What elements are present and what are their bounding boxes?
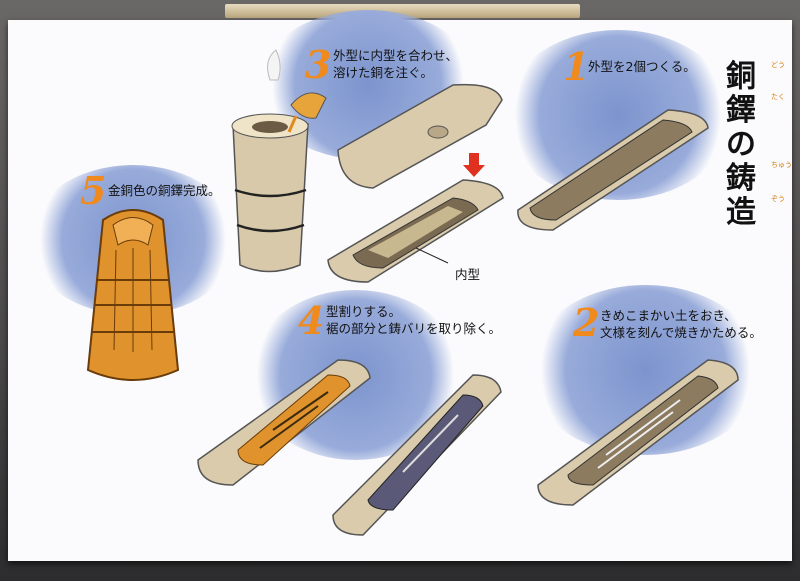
wall-plaque bbox=[225, 4, 580, 18]
title-ruby-3: ちゅう bbox=[771, 161, 792, 169]
split-mold-left bbox=[197, 359, 371, 486]
outer-mold-step1 bbox=[517, 109, 709, 231]
step-5-caption: 金銅色の銅鐸完成。 bbox=[108, 183, 221, 198]
patterned-mold-step2 bbox=[537, 359, 739, 506]
panel-title: 銅 鐸 の 鋳 造 bbox=[726, 59, 756, 230]
step-2-number: 2 bbox=[573, 300, 600, 345]
step-4-number: 4 bbox=[298, 298, 325, 343]
exhibit-panel: 銅 鐸 の 鋳 造 どう たく ちゅう ぞう 3 外型に内型を合わせ、 溶けた銅… bbox=[8, 10, 792, 561]
split-mold-right bbox=[332, 374, 502, 536]
step-2-caption: きめこまかい土をおき、 文様を刻んで焼きかためる。 bbox=[600, 308, 762, 340]
mold-with-inner-core bbox=[327, 179, 504, 283]
title-ruby-4: ぞう bbox=[771, 195, 785, 203]
outer-mold-top bbox=[337, 83, 503, 189]
title-ruby-2: たく bbox=[771, 93, 785, 101]
inner-mold-label: 内型 bbox=[455, 267, 481, 282]
finished-dotaku-illustration bbox=[86, 209, 180, 381]
title-ruby-1: どう bbox=[771, 61, 785, 69]
step-3-caption: 外型に内型を合わせ、 溶けた銅を注ぐ。 bbox=[333, 48, 459, 80]
step-4-caption: 型割りする。 裾の部分と鋳バリを取り除く。 bbox=[326, 304, 502, 336]
furnace-illustration bbox=[231, 49, 327, 273]
step-1-number: 1 bbox=[563, 44, 590, 89]
casting-illustrations bbox=[86, 49, 739, 536]
step-5-number: 5 bbox=[80, 168, 107, 213]
step-1-caption: 外型を2個つくる。 bbox=[588, 59, 696, 74]
down-arrow-icon bbox=[463, 153, 485, 177]
step-3-number: 3 bbox=[305, 42, 332, 87]
